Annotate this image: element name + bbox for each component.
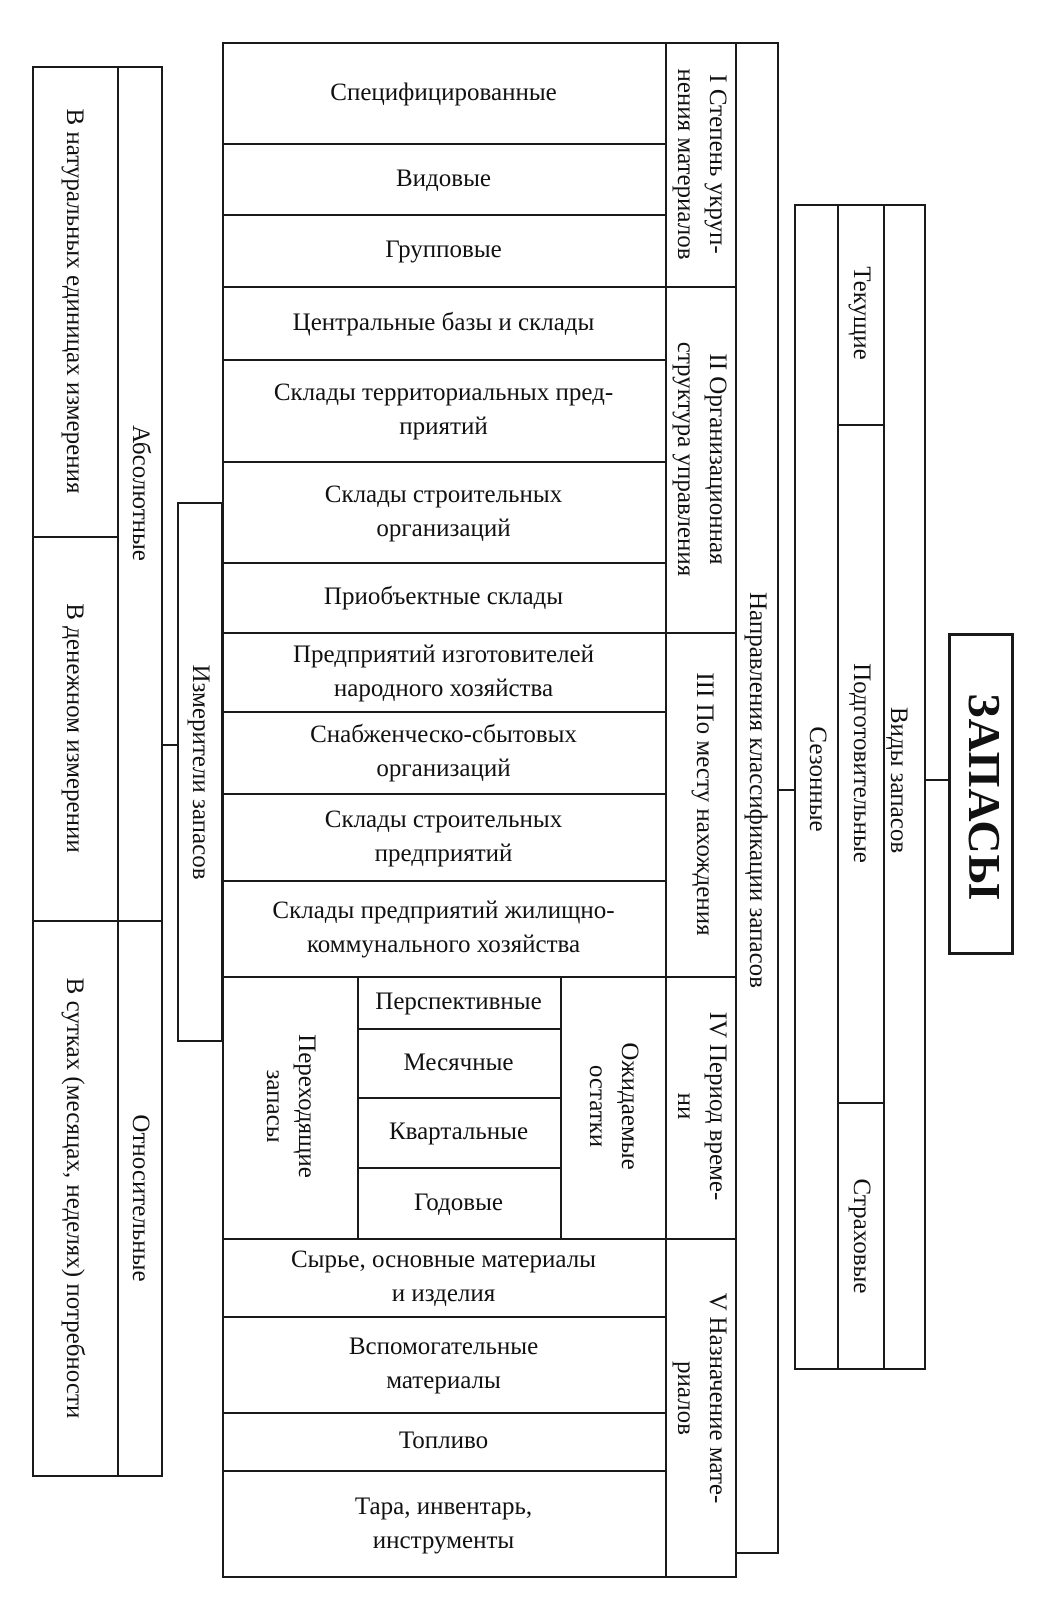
- section-3-item: Склады строительных предприятий: [324, 805, 563, 867]
- section-2-item: Приобъектные склады: [323, 583, 564, 610]
- root-title: ЗАПАСЫ: [959, 693, 1010, 901]
- section-4-item: Перспективные: [375, 988, 542, 1015]
- section-4-divider: [560, 976, 562, 1238]
- measures-divider: [117, 66, 119, 1477]
- row-divider: [222, 143, 665, 145]
- section-2-item: Склады территориальных пред- приятий: [273, 379, 614, 440]
- section-4-label: IV Период време- ни: [672, 1011, 731, 1201]
- absolute-natural: В натуральных единицах измерения: [61, 108, 88, 494]
- grid-label-divider: [665, 42, 667, 1578]
- section-4-item: Месячные: [403, 1048, 514, 1076]
- meters-box: [177, 502, 223, 1042]
- section-5-label: V Назначение мате- риалов: [672, 1292, 731, 1504]
- types-divider: [837, 424, 885, 426]
- section-2-item: Склады строительных организаций: [324, 480, 563, 542]
- section-divider: [222, 976, 737, 978]
- section-1-label: I Степень укруп- нения материалов: [672, 68, 731, 260]
- section-1-item: Групповые: [385, 236, 502, 263]
- section-3-item: Предприятий изготовителей народного хозя…: [292, 640, 595, 702]
- measures-divider: [117, 920, 163, 922]
- section-2-item: Центральные базы и склады: [292, 308, 595, 336]
- section-divider: [222, 1238, 737, 1240]
- types-label: Виды запасов: [885, 706, 912, 854]
- row-divider: [357, 1097, 560, 1099]
- row-divider: [222, 1470, 665, 1472]
- row-divider: [222, 1412, 665, 1414]
- section-3-label: III По месту нахождения: [691, 672, 718, 936]
- measures-outer: [32, 66, 163, 1477]
- section-3-item: Склады предприятий жилищно- коммунальног…: [272, 897, 615, 958]
- section-4-right-label: Ожидаемые остатки: [584, 1042, 643, 1170]
- row-divider: [357, 1167, 560, 1169]
- row-divider: [222, 880, 665, 882]
- root-node: ЗАПАСЫ: [948, 633, 1014, 955]
- relative-days: В сутках (месяцах, неделях) потребности: [61, 977, 88, 1419]
- type-seasonal: Сезонные: [804, 726, 831, 832]
- section-divider: [222, 632, 737, 634]
- absolute-money: В денежном измерении: [61, 603, 88, 853]
- section-5-item: Вспомогательные материалы: [348, 1333, 539, 1394]
- types-inner: [837, 204, 885, 1370]
- section-1-item: Видовые: [396, 164, 491, 192]
- section-3-item: Снабженческо-сбытовых организаций: [310, 721, 577, 782]
- section-divider: [222, 286, 737, 288]
- measures-divider: [32, 536, 117, 538]
- section-5-item: Тара, инвентарь, инструменты: [354, 1493, 533, 1554]
- section-1-item: Специфицированные: [330, 78, 557, 106]
- row-divider: [222, 461, 665, 463]
- row-divider: [357, 1028, 560, 1030]
- row-divider: [222, 562, 665, 564]
- directions-label: Направления классификации запасов: [744, 592, 771, 988]
- connector-meters: [162, 744, 178, 746]
- connector-root-types: [925, 779, 949, 781]
- section-5-item: Топливо: [398, 1427, 489, 1454]
- row-divider: [222, 711, 665, 713]
- section-2-label: II Организационная структура управления: [672, 341, 731, 577]
- type-insurance: Страховые: [848, 1178, 875, 1294]
- row-divider: [222, 214, 665, 216]
- absolute-label: Абсолютные: [127, 425, 154, 561]
- types-divider: [837, 1102, 885, 1104]
- measures-divider: [32, 920, 117, 922]
- section-4-left-label: Переходящие запасы: [261, 1034, 320, 1178]
- type-current: Текущие: [848, 266, 875, 360]
- row-divider: [222, 359, 665, 361]
- connector-types-directions: [778, 789, 795, 791]
- section-4-item: Квартальные: [388, 1118, 529, 1145]
- section-4-item: Годовые: [414, 1188, 503, 1216]
- classification-grid: [222, 42, 737, 1578]
- meters-label: Измерители запасов: [187, 664, 214, 880]
- type-preparatory: Подготовительные: [848, 663, 875, 863]
- row-divider: [222, 1316, 665, 1318]
- section-4-divider: [357, 976, 359, 1238]
- row-divider: [222, 793, 665, 795]
- section-5-item: Сырье, основные материалы и изделия: [291, 1246, 596, 1307]
- relative-label: Относительные: [127, 1114, 154, 1282]
